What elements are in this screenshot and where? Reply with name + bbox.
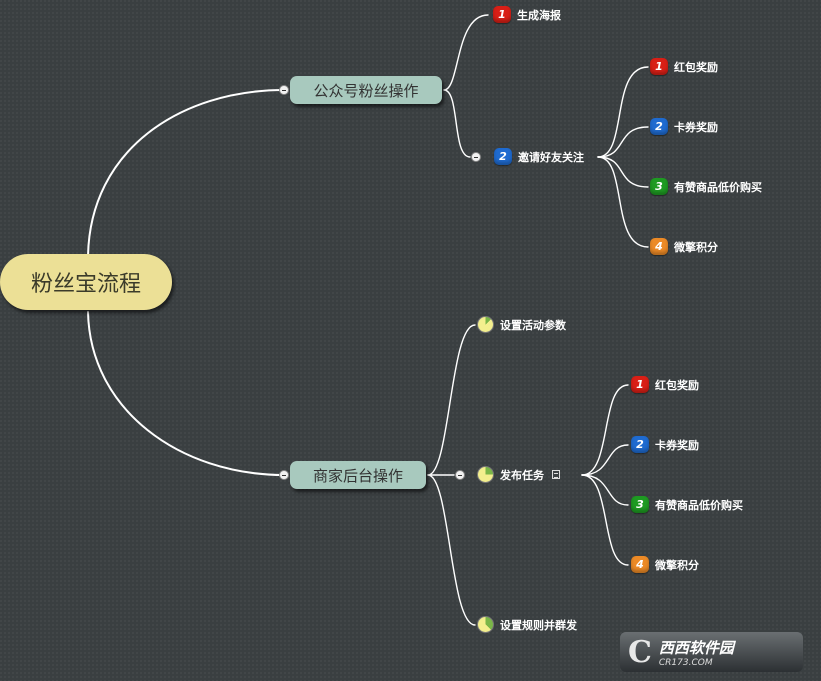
watermark-mark: C [628,634,652,670]
node-invite-friends[interactable]: 2 邀请好友关注 [494,148,584,165]
branch-label: 公众号粉丝操作 [313,81,419,100]
branch-label: 商家后台操作 [312,466,403,485]
collapse-toggle-invite[interactable] [471,152,481,162]
collapse-toggle-branch1[interactable] [279,85,289,95]
node-red-packet-reward[interactable]: 1 红包奖励 [650,58,718,75]
node-red-packet-reward[interactable]: 1 红包奖励 [631,376,699,393]
branch-node-fans[interactable]: 公众号粉丝操作 [290,76,442,104]
progress-pie-icon [477,616,494,633]
connector-root-branch2 [87,311,285,476]
priority-4-icon: 4 [631,556,649,573]
node-set-rules-broadcast[interactable]: 设置规则并群发 [477,616,577,633]
collapse-toggle-publish[interactable] [455,470,465,480]
priority-1-icon: 1 [493,6,511,23]
node-generate-poster[interactable]: 1 生成海报 [493,6,561,23]
node-label: 设置规则并群发 [500,618,577,632]
branch-node-merchant[interactable]: 商家后台操作 [290,461,426,489]
root-label: 粉丝宝流程 [30,272,141,297]
node-label: 邀请好友关注 [518,150,584,164]
priority-2-icon: 2 [494,148,512,165]
node-label: 有赞商品低价购买 [655,498,743,512]
node-label: 发布任务 [500,468,544,482]
node-label: 微擎积分 [674,240,718,254]
priority-2-icon: 2 [650,118,668,135]
node-label: 红包奖励 [674,60,718,74]
watermark-url: CR173.COM [658,657,713,668]
note-icon[interactable] [552,470,560,479]
priority-4-icon: 4 [650,238,668,255]
node-label: 卡券奖励 [655,438,699,452]
node-coupon-reward[interactable]: 2 卡券奖励 [650,118,718,135]
node-label: 生成海报 [517,8,561,22]
node-discount-purchase[interactable]: 3 有赞商品低价购买 [631,496,743,513]
node-label: 红包奖励 [655,378,699,392]
priority-2-icon: 2 [631,436,649,453]
node-points[interactable]: 4 微擎积分 [631,556,699,573]
node-label: 有赞商品低价购买 [674,180,762,194]
node-label: 卡券奖励 [674,120,718,134]
progress-pie-icon [477,466,494,483]
node-discount-purchase[interactable]: 3 有赞商品低价购买 [650,178,762,195]
progress-pie-icon [477,316,494,333]
connector-root-branch1 [87,89,285,257]
priority-1-icon: 1 [650,58,668,75]
node-label: 微擎积分 [655,558,699,572]
priority-1-icon: 1 [631,376,649,393]
priority-3-icon: 3 [631,496,649,513]
node-set-activity-params[interactable]: 设置活动参数 [477,316,566,333]
priority-3-icon: 3 [650,178,668,195]
root-node[interactable]: 粉丝宝流程 [0,254,172,310]
node-coupon-reward[interactable]: 2 卡券奖励 [631,436,699,453]
node-label: 设置活动参数 [500,318,566,332]
watermark-text: 西西软件园 CR173.COM [659,637,734,668]
node-points[interactable]: 4 微擎积分 [650,238,718,255]
collapse-toggle-branch2[interactable] [279,470,289,480]
watermark-logo: C 西西软件园 CR173.COM [620,632,803,672]
node-publish-task[interactable]: 发布任务 [477,466,560,483]
watermark-brand: 西西软件园 [658,638,734,657]
